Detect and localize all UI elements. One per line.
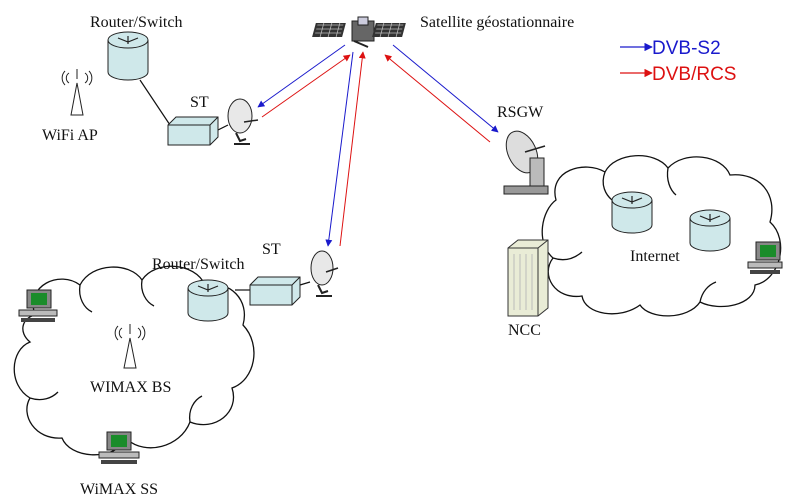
wired-links	[139, 79, 311, 291]
computer-icon-internet	[747, 241, 783, 274]
internet-cloud	[541, 155, 782, 317]
return-link-st-top	[261, 54, 351, 118]
forward-link-st-bottom	[325, 51, 354, 247]
wifi-ap-icon	[61, 69, 93, 116]
satellite-label: Satellite géostationnaire	[420, 14, 574, 31]
dish-antenna-icon-bottom	[310, 250, 339, 297]
ncc-server-icon	[507, 239, 549, 317]
st-bottom-label: ST	[262, 241, 281, 258]
wimax-ss-label: WiMAX SS	[80, 481, 158, 498]
router-top-label: Router/Switch	[90, 14, 182, 31]
router-icon-bottom	[187, 279, 229, 322]
rsgw-label: RSGW	[497, 104, 544, 121]
satellite-icon	[312, 16, 406, 48]
computer-icon-wimax-left	[18, 289, 58, 322]
satellite-links	[257, 44, 499, 247]
wimax-bs-icon	[114, 324, 146, 369]
internet-router-icon-2	[689, 209, 731, 252]
return-link-rsgw	[384, 54, 491, 143]
forward-link-st-top	[257, 44, 346, 108]
legend: DVB-S2 DVB/RCS	[620, 38, 736, 85]
ncc-label: NCC	[508, 322, 541, 339]
forward-link-rsgw	[392, 44, 499, 133]
wimax-bs-label: WIMAX BS	[90, 379, 171, 396]
internet-label: Internet	[630, 248, 680, 265]
dish-antenna-icon-top	[227, 98, 259, 145]
st-modem-icon-top	[167, 116, 219, 146]
internet-router-icon-1	[611, 191, 653, 234]
router-bottom-label: Router/Switch	[152, 256, 244, 273]
router-icon-top	[107, 31, 149, 81]
legend-return: DVB/RCS	[652, 64, 736, 85]
computer-icon-wimax-ss	[98, 431, 140, 464]
legend-forward: DVB-S2	[652, 38, 721, 59]
return-link-st-bottom	[339, 51, 366, 247]
wifi-ap-label: WiFi AP	[42, 127, 98, 144]
st-top-label: ST	[190, 94, 209, 111]
st-modem-icon-bottom	[249, 276, 301, 306]
rsgw-dish-icon	[503, 130, 549, 195]
wimax-cloud	[13, 265, 255, 456]
